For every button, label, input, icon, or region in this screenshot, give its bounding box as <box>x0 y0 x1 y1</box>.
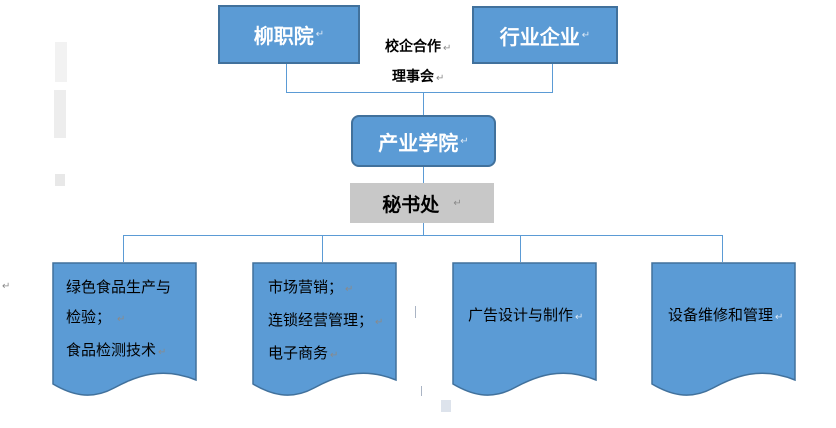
connector-secretariat-to-bus <box>423 223 424 236</box>
connector-right-down <box>552 63 553 93</box>
stray-artifact-bottom <box>441 400 451 412</box>
dept-shape-3 <box>452 262 597 396</box>
dept-shape-2 <box>252 262 397 396</box>
paragraph-mark: ↵ <box>581 29 591 41</box>
left-artifact-1 <box>55 42 67 82</box>
dept-1-text: 绿色食品生产与 检验；↵ 食品检测技术↵ <box>66 272 171 368</box>
dept-2-line-1: 市场营销；↵ <box>268 278 354 296</box>
dept-2-line-3: 电子商务↵ <box>268 344 339 362</box>
box-industry-college-label: 产业学院 <box>378 130 459 155</box>
stray-tick-2 <box>421 386 422 396</box>
dept-1-line-3: 食品检测技术↵ <box>66 341 167 359</box>
dept-2-line-2: 连锁经营管理；↵ <box>268 311 384 329</box>
paragraph-mark: ↵ <box>453 197 462 209</box>
paragraph-mark: ↵ <box>315 29 325 40</box>
connector-left-down <box>286 62 287 93</box>
connector-dept-3 <box>520 235 521 262</box>
box-liuzhou-college: 柳职院↵ <box>218 5 360 64</box>
connector-dept-4 <box>722 235 723 262</box>
council-label-line2: 理事会↵ <box>392 69 445 85</box>
connector-top-horizontal <box>286 92 553 93</box>
dept-3-line-1: 广告设计与制作↵ <box>468 306 584 324</box>
dept-shape-4 <box>651 262 796 396</box>
dept-shape-1 <box>52 262 197 396</box>
council-label-line1: 校企合作↵ <box>385 39 452 55</box>
box-secretariat: 秘书处 ↵ <box>350 183 494 223</box>
box-industry-college: 产业学院↵ <box>351 115 496 167</box>
left-artifact-2 <box>54 90 66 138</box>
connector-college-to-secretariat <box>423 166 424 184</box>
stray-paragraph-mark: ↵ <box>2 281 11 292</box>
left-artifact-3 <box>55 174 65 186</box>
dept-1-line-1: 绿色食品生产与 <box>66 278 172 296</box>
connector-dept-1 <box>123 235 124 262</box>
dept-1-line-2: 检验；↵ <box>66 308 126 326</box>
paragraph-mark: ↵ <box>460 135 469 147</box>
box-industry-enterprise: 行业企业↵ <box>472 6 618 64</box>
stray-tick-1 <box>415 306 416 318</box>
dept-4-line-1: 设备维修和管理↵ <box>668 306 784 324</box>
dept-2-text: 市场营销；↵ 连锁经营管理；↵ 电子商务↵ <box>268 272 383 371</box>
dept-4-text: 设备维修和管理↵ <box>668 300 783 333</box>
box-liuzhou-college-label: 柳职院 <box>253 24 314 48</box>
connector-dept-2 <box>322 235 323 262</box>
connector-to-college <box>423 92 424 116</box>
box-industry-enterprise-label: 行业企业 <box>499 24 580 49</box>
box-secretariat-label: 秘书处 <box>382 193 440 216</box>
dept-3-text: 广告设计与制作↵ <box>468 300 583 333</box>
